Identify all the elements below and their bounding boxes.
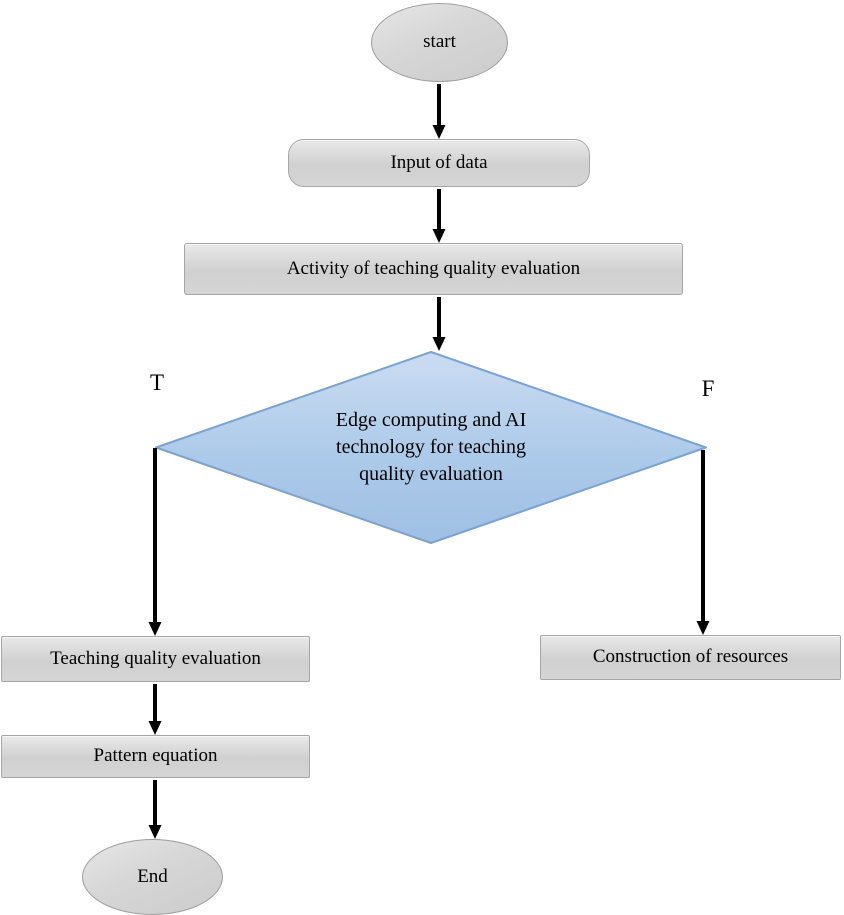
arrow-decision-to-teaching: [148, 448, 162, 636]
decision-label-line1: Edge computing and AI: [335, 408, 527, 431]
input-of-data-node: Input of data: [288, 139, 590, 187]
false-branch-label: F: [701, 376, 715, 401]
arrow-input-to-activity: [432, 189, 446, 243]
decision-label-line3: quality evaluation: [359, 462, 503, 485]
arrow-decision-to-construction: [696, 450, 710, 635]
pattern-equation-node: Pattern equation: [1, 735, 310, 778]
arrow-start-to-input: [432, 84, 446, 139]
start-node: start: [371, 3, 508, 82]
decision-diamond-shape: [155, 351, 707, 544]
end-node: End: [82, 839, 223, 915]
decision-label-line2: technology for teaching: [336, 435, 526, 458]
true-branch-label: T: [149, 370, 165, 395]
decision-node-label: Edge computing and AI technology for tea…: [306, 397, 556, 497]
teaching-quality-evaluation-node: Teaching quality evaluation: [1, 636, 310, 682]
arrow-activity-to-decision: [432, 297, 446, 351]
activity-node: Activity of teaching quality evaluation: [184, 243, 683, 295]
construction-of-resources-node: Construction of resources: [540, 635, 841, 680]
arrow-pattern-to-end: [148, 780, 162, 839]
arrow-teaching-to-pattern: [148, 684, 162, 735]
